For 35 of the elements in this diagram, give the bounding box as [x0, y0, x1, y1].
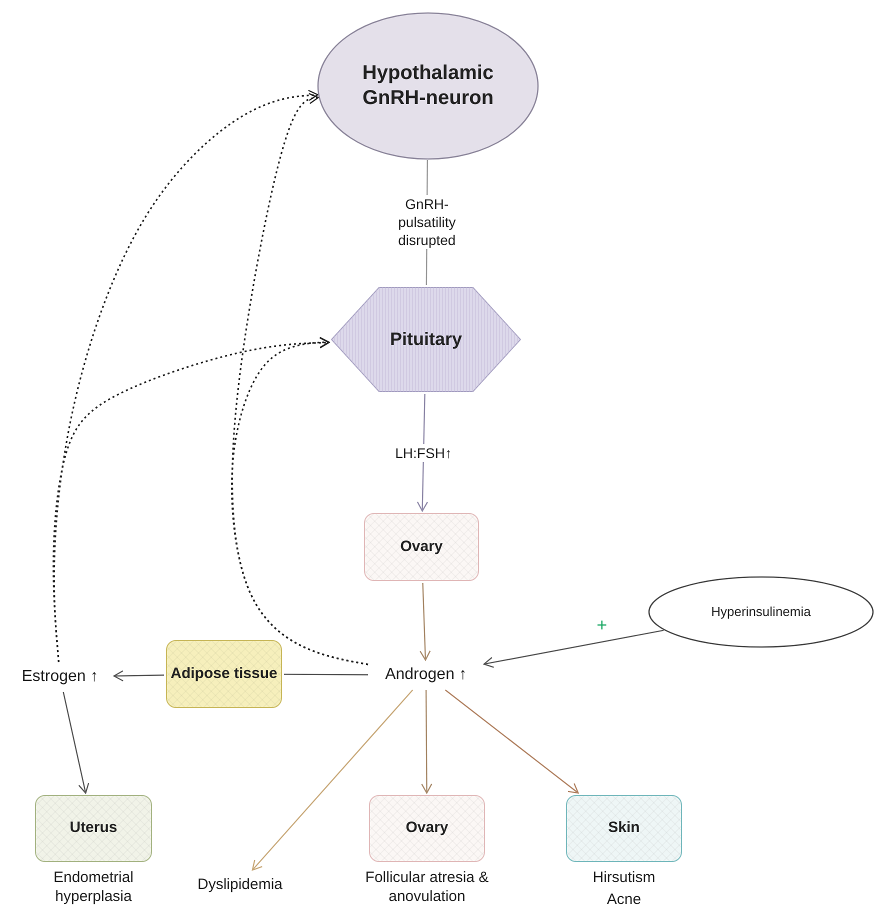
node-label: Androgen ↑ [370, 662, 482, 688]
node-label: Hypothalamic GnRH-neuron [361, 61, 495, 111]
caption-text: Endometrial hyperplasia [52, 868, 135, 906]
arrow [113, 670, 164, 682]
rounded-box [35, 795, 152, 862]
arrow [420, 582, 431, 661]
rounded-box [369, 795, 485, 862]
dotted-arrow [230, 336, 368, 666]
connector-line [284, 674, 368, 676]
arrow [252, 690, 414, 871]
edge-label: + [596, 616, 608, 634]
node-label: Adipose tissue [170, 664, 278, 684]
arrow [444, 690, 579, 794]
ellipse-node [648, 576, 874, 648]
caption-text: Follicular atresia & anovulation [364, 868, 490, 906]
node-label: Skin [608, 819, 640, 838]
rounded-box [364, 513, 479, 581]
dotted-arrow [52, 337, 330, 662]
arrow [421, 690, 432, 794]
node-label: Ovary [406, 819, 448, 838]
hexagon-node [331, 287, 521, 392]
arrow [62, 692, 90, 794]
node-label: Ovary [400, 538, 443, 556]
rounded-box [166, 640, 282, 708]
node-label: Hyperinsulinemia [711, 604, 811, 620]
caption-text: Hirsutism [592, 868, 656, 887]
node-label: Uterus [70, 819, 118, 838]
arrow [483, 630, 664, 668]
node-label: Dyslipidemia [182, 872, 298, 896]
edge-label: LH:FSH↑ [395, 444, 452, 462]
ellipse-node [317, 12, 539, 160]
caption-text: Acne [606, 890, 642, 909]
node-label: Estrogen ↑ [8, 664, 112, 690]
rounded-box [566, 795, 682, 862]
node-label: Pituitary [390, 328, 462, 351]
